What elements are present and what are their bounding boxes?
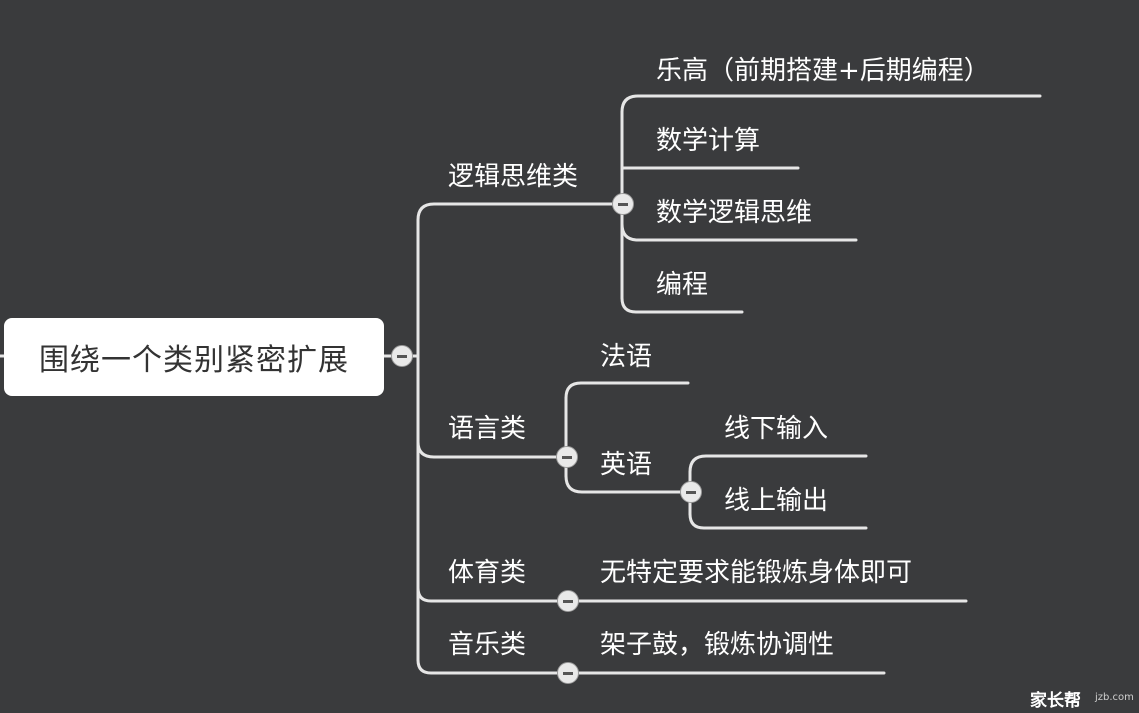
logic-item-lego[interactable]: 乐高（前期搭建+后期编程） bbox=[656, 56, 990, 86]
language-collapse-toggle[interactable] bbox=[556, 446, 578, 468]
branch-music-label[interactable]: 音乐类 bbox=[448, 630, 527, 660]
english-item-online-output[interactable]: 线上输出 bbox=[724, 486, 829, 516]
logic-item-math-calc[interactable]: 数学计算 bbox=[656, 126, 761, 156]
music-collapse-toggle[interactable] bbox=[557, 662, 579, 684]
sports-item[interactable]: 无特定要求能锻炼身体即可 bbox=[600, 558, 913, 588]
connector-music bbox=[416, 658, 886, 675]
connector-english-item-2 bbox=[688, 512, 868, 530]
branch-language-label[interactable]: 语言类 bbox=[448, 414, 527, 444]
branch-logic-label[interactable]: 逻辑思维类 bbox=[448, 162, 579, 192]
root-collapse-toggle[interactable] bbox=[391, 345, 413, 367]
music-item[interactable]: 架子鼓，锻炼协调性 bbox=[600, 630, 835, 660]
connector-logic-item-3 bbox=[620, 222, 858, 242]
connector-english-item-1 bbox=[688, 454, 868, 474]
watermark-domain: jzb.com bbox=[1095, 692, 1134, 703]
english-item-offline-input[interactable]: 线下输入 bbox=[724, 414, 829, 444]
root-label: 围绕一个类别紧密扩展 bbox=[39, 343, 349, 378]
language-item-french[interactable]: 法语 bbox=[600, 342, 653, 372]
logic-collapse-toggle[interactable] bbox=[612, 193, 634, 215]
connector-logic-item-1 bbox=[620, 94, 1042, 114]
connector-sports bbox=[416, 586, 968, 603]
sports-collapse-toggle[interactable] bbox=[557, 590, 579, 612]
root-node[interactable]: 围绕一个类别紧密扩展 bbox=[4, 318, 384, 396]
connector-english bbox=[564, 474, 692, 494]
connector-french bbox=[564, 381, 690, 400]
logic-item-math-logic[interactable]: 数学逻辑思维 bbox=[656, 198, 813, 228]
branch-sports-label[interactable]: 体育类 bbox=[448, 558, 527, 588]
connector-language bbox=[416, 440, 568, 459]
connector-logic bbox=[416, 202, 624, 222]
english-collapse-toggle[interactable] bbox=[680, 481, 702, 503]
language-item-english[interactable]: 英语 bbox=[600, 450, 653, 480]
connector-logic-item-4 bbox=[620, 296, 744, 314]
watermark-brand: 家长帮 bbox=[1030, 691, 1081, 711]
logic-item-coding[interactable]: 编程 bbox=[656, 270, 709, 300]
